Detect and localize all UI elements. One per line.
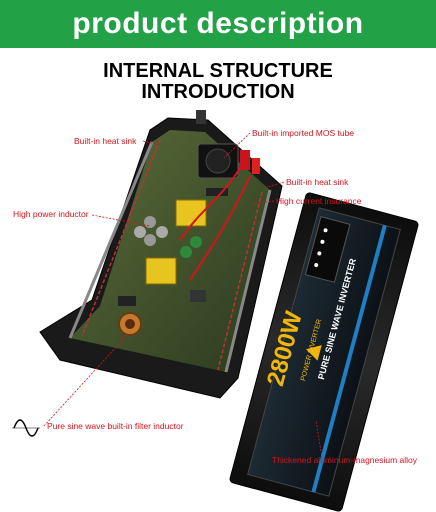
transformer-upper [175, 199, 207, 227]
banner-title: product description [72, 7, 364, 40]
mos-tube [206, 188, 228, 196]
terminal-red [240, 150, 250, 170]
label-mos-tube: Built-in imported MOS tube [252, 128, 355, 138]
leader-lines [43, 132, 323, 459]
heat-sink-left [68, 139, 161, 339]
label-alloy: Thickened aluminum-magnesium alloy [272, 455, 418, 465]
label-filter-inductor: Pure sine wave built-in filter inductor [47, 421, 184, 431]
capacitors [134, 216, 202, 258]
transformer-lower [145, 257, 177, 285]
heading-line-1: INTERNAL STRUCTURE [103, 60, 333, 82]
sine-wave-icon [12, 419, 40, 437]
open-inverter [39, 110, 283, 399]
warning-triangle-icon [306, 345, 322, 361]
banner: product description [0, 0, 436, 48]
label-heat-sink-right: Built-in heat sink [286, 177, 349, 187]
label-heat-sink-left: Built-in heat sink [74, 136, 137, 146]
label-inductor: High power inductor [13, 209, 89, 219]
heat-sink-right [217, 189, 272, 373]
heading-line-2: INTRODUCTION [141, 81, 295, 103]
label-insurance: High current insurance [276, 196, 362, 206]
closed-inverter [229, 192, 419, 512]
